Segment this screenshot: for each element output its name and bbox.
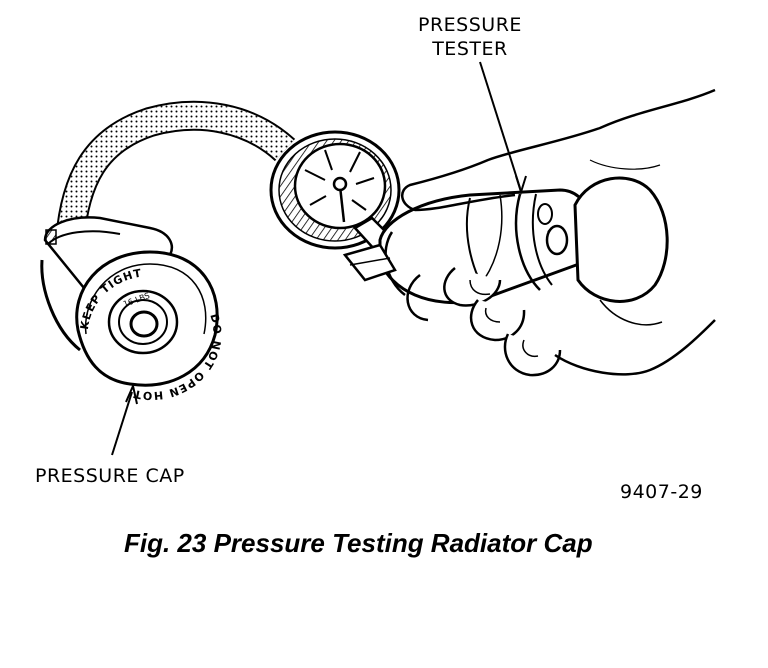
pressure-gauge: [269, 130, 401, 252]
pump-knob: [537, 176, 669, 303]
pressure-tester-label: PRESSURE TESTER: [418, 13, 522, 61]
figure-id: 9407-29: [620, 481, 703, 503]
pressure-tester-label-line2: TESTER: [432, 38, 508, 60]
leader-lines: [111, 61, 527, 456]
pressure-cap: 16 LBS KEEP TIGHT DO NOT OPEN HOT: [75, 250, 223, 402]
hose: [55, 100, 296, 242]
hand: [401, 88, 716, 377]
figure-caption: Fig. 23 Pressure Testing Radiator Cap: [124, 528, 593, 558]
pressure-cap-label: PRESSURE CAP: [35, 465, 185, 487]
pressure-tester-label-line1: PRESSURE: [418, 14, 522, 36]
